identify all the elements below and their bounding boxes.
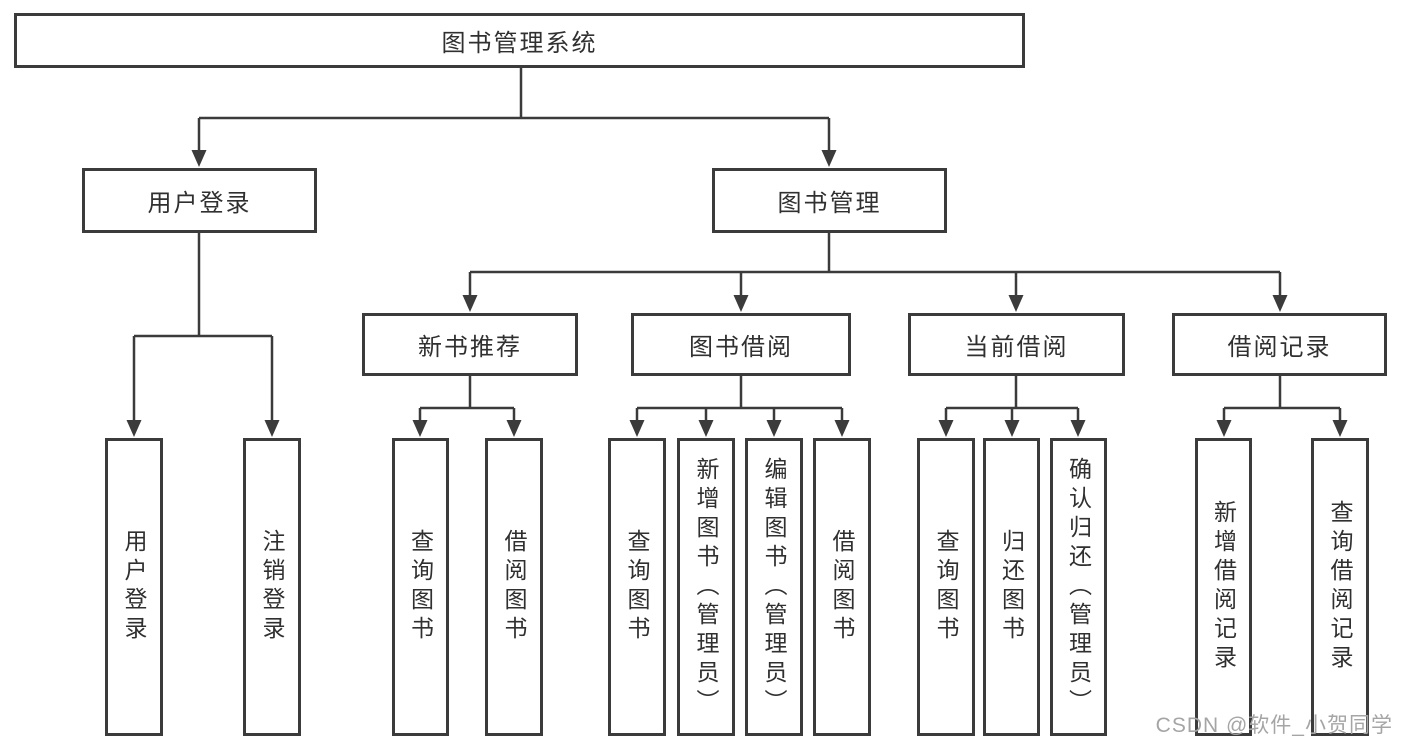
node-new-book-recommendation: 新书推荐 xyxy=(362,313,578,376)
node-book-management: 图书管理 xyxy=(712,168,947,233)
leaf-cb-query-books: 查询图书 xyxy=(917,438,975,736)
leaf-nb-borrow-books: 借阅图书 xyxy=(485,438,543,736)
leaf-nb-query-books: 查询图书 xyxy=(392,438,449,736)
watermark: CSDN @软件_小贺同学 xyxy=(1155,714,1393,737)
leaf-user-login: 用户登录 xyxy=(105,438,163,736)
node-user-login: 用户登录 xyxy=(82,168,317,233)
leaf-br-add-record: 新增借阅记录 xyxy=(1195,438,1252,736)
arrowheads xyxy=(126,150,1348,437)
leaf-bb-borrow-books: 借阅图书 xyxy=(813,438,871,736)
node-library-system: 图书管理系统 xyxy=(14,13,1025,68)
leaf-cb-confirm-return-admin: 确认归还（管理员） xyxy=(1050,438,1107,736)
leaf-bb-edit-books-admin: 编辑图书（管理员） xyxy=(745,438,803,736)
leaf-bb-query-books: 查询图书 xyxy=(608,438,666,736)
leaf-br-query-record: 查询借阅记录 xyxy=(1311,438,1369,736)
node-current-borrowing: 当前借阅 xyxy=(908,313,1125,376)
leaf-bb-add-books-admin: 新增图书（管理员） xyxy=(677,438,735,736)
node-borrowing-records: 借阅记录 xyxy=(1172,313,1387,376)
node-book-borrowing: 图书借阅 xyxy=(631,313,851,376)
leaf-logout: 注销登录 xyxy=(243,438,301,736)
leaf-cb-return-books: 归还图书 xyxy=(983,438,1040,736)
